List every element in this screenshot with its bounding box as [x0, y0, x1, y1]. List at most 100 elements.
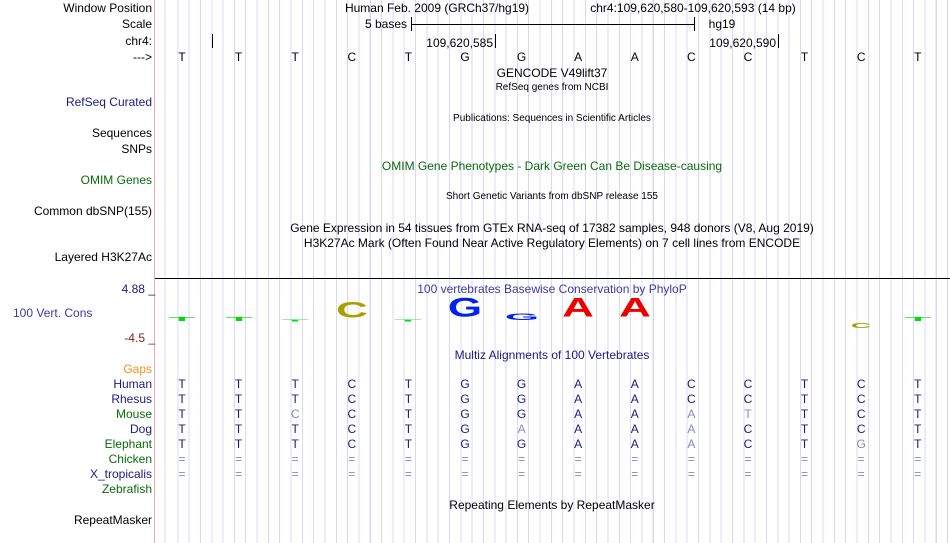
alignment-base: T: [291, 392, 299, 406]
conservation-letter: T: [281, 319, 309, 323]
alignment-base: A: [630, 377, 639, 391]
alignment-base: C: [856, 422, 866, 436]
alignment-base: C: [687, 377, 696, 391]
label-divider: [154, 0, 155, 543]
omim-track-label[interactable]: OMIM Genes: [80, 173, 152, 187]
conservation-letter: C: [851, 321, 872, 330]
alignment-base: T: [914, 422, 922, 436]
sequence-base: G: [460, 50, 470, 64]
alignment-base: C: [687, 392, 696, 406]
sequence-base: C: [743, 50, 753, 64]
alignment-base: A: [630, 407, 639, 421]
refseq-track-title[interactable]: RefSeq genes from NCBI: [495, 82, 609, 93]
alignment-base: G: [516, 407, 527, 421]
alignment-base: =: [178, 467, 186, 481]
alignment-base: =: [744, 467, 752, 481]
alignment-base: =: [744, 452, 752, 466]
alignment-base: =: [404, 467, 412, 481]
alignment-base: T: [404, 407, 413, 421]
species-label-x_tropicalis[interactable]: X_tropicalis: [89, 467, 152, 481]
alignment-base: =: [235, 467, 243, 481]
sequence-base: T: [178, 50, 186, 64]
species-label-elephant[interactable]: Elephant: [104, 437, 152, 451]
publications-track-title[interactable]: Publications: Sequences in Scientific Ar…: [453, 113, 651, 124]
multiz-track-title[interactable]: Multiz Alignments of 100 Vertebrates: [454, 348, 650, 362]
alignment-base: A: [687, 422, 696, 436]
alignment-base: A: [630, 437, 639, 451]
alignment-base: T: [914, 407, 922, 421]
refseq-track-label[interactable]: RefSeq Curated: [65, 95, 152, 109]
alignment-base: T: [800, 392, 809, 406]
alignment-base: T: [291, 422, 299, 436]
alignment-base: G: [516, 392, 527, 406]
alignment-base: C: [743, 422, 753, 436]
alignment-base: =: [291, 467, 299, 481]
species-label-human[interactable]: Human: [113, 377, 152, 391]
alignment-base: C: [347, 422, 357, 436]
alignment-base: T: [744, 407, 752, 421]
alignment-base: T: [404, 422, 413, 436]
species-label-zebrafish[interactable]: Zebrafish: [101, 482, 152, 496]
alignment-base: =: [687, 467, 695, 481]
scale-label: Scale: [121, 17, 152, 31]
species-label-rhesus[interactable]: Rhesus: [111, 392, 152, 406]
alignment-base: T: [800, 437, 809, 451]
ruler-label-2: 109,620,590: [709, 36, 776, 50]
alignment-base: C: [856, 377, 866, 391]
window-position-label: Window Position: [63, 1, 152, 15]
ruler-tick: [212, 34, 213, 48]
dbsnp-track-label[interactable]: Common dbSNP(155): [33, 204, 152, 218]
species-label-dog[interactable]: Dog: [129, 422, 152, 436]
alignment-base: =: [801, 467, 809, 481]
repeatmasker-track-label[interactable]: RepeatMasker: [73, 513, 152, 527]
alignment-base: C: [856, 392, 866, 406]
cons-track-title[interactable]: 100 vertebrates Basewise Conservation by…: [417, 282, 687, 296]
scale-text: 5 bases: [364, 17, 407, 31]
h3k27-track-title[interactable]: H3K27Ac Mark (Often Found Near Active Re…: [303, 236, 801, 250]
alignment-base: C: [347, 377, 357, 391]
alignment-base: T: [404, 377, 413, 391]
cons-max-label: 4.88 _: [121, 282, 155, 296]
alignment-base: T: [178, 437, 186, 451]
gtex-track-title[interactable]: Gene Expression in 54 tissues from GTEx …: [290, 221, 814, 235]
cons-track-label[interactable]: 100 Vert. Cons: [13, 306, 93, 320]
conservation-letter: T: [225, 315, 253, 323]
alignment-base: G: [460, 437, 470, 451]
h3k27-track-label[interactable]: Layered H3K27Ac: [54, 250, 152, 264]
sequences-track-label[interactable]: Sequences: [91, 126, 152, 140]
ruler-tick: [778, 34, 779, 48]
scale-bar: [411, 24, 695, 25]
alignment-base: A: [630, 422, 639, 436]
alignment-base: T: [914, 392, 922, 406]
species-label-mouse[interactable]: Mouse: [115, 407, 152, 421]
alignment-base: C: [347, 437, 357, 451]
alignment-base: =: [857, 452, 865, 466]
alignment-base: =: [801, 452, 809, 466]
alignment-base: G: [460, 407, 470, 421]
alignment-base: T: [914, 437, 922, 451]
alignment-base: =: [518, 467, 526, 481]
alignment-base: =: [178, 452, 186, 466]
chrom-label: chr4:: [125, 34, 152, 48]
repeatmasker-track-title[interactable]: Repeating Elements by RepeatMasker: [449, 498, 655, 512]
species-label-chicken[interactable]: Chicken: [108, 452, 152, 466]
alignment-base: A: [574, 422, 583, 436]
alignment-base: A: [687, 407, 696, 421]
snps-track-label[interactable]: SNPs: [121, 142, 152, 156]
omim-track-title[interactable]: OMIM Gene Phenotypes - Dark Green Can Be…: [381, 159, 723, 173]
alignment-base: T: [291, 377, 299, 391]
conservation-letter: G: [504, 312, 539, 323]
alignment-base: T: [234, 377, 243, 391]
ruler-tick: [495, 34, 496, 48]
gencode-track-title[interactable]: GENCODE V49lift37: [496, 66, 608, 80]
assembly-text: Human Feb. 2009 (GRCh37/hg19): [344, 1, 530, 15]
alignment-base: C: [743, 437, 753, 451]
alignment-base: =: [291, 452, 299, 466]
alignment-base: C: [290, 407, 300, 421]
sequence-base: T: [234, 50, 243, 64]
dbsnp-track-title[interactable]: Short Genetic Variants from dbSNP releas…: [446, 191, 658, 202]
alignment-base: =: [914, 452, 922, 466]
alignment-base: T: [404, 437, 413, 451]
track-separator: [155, 278, 950, 279]
